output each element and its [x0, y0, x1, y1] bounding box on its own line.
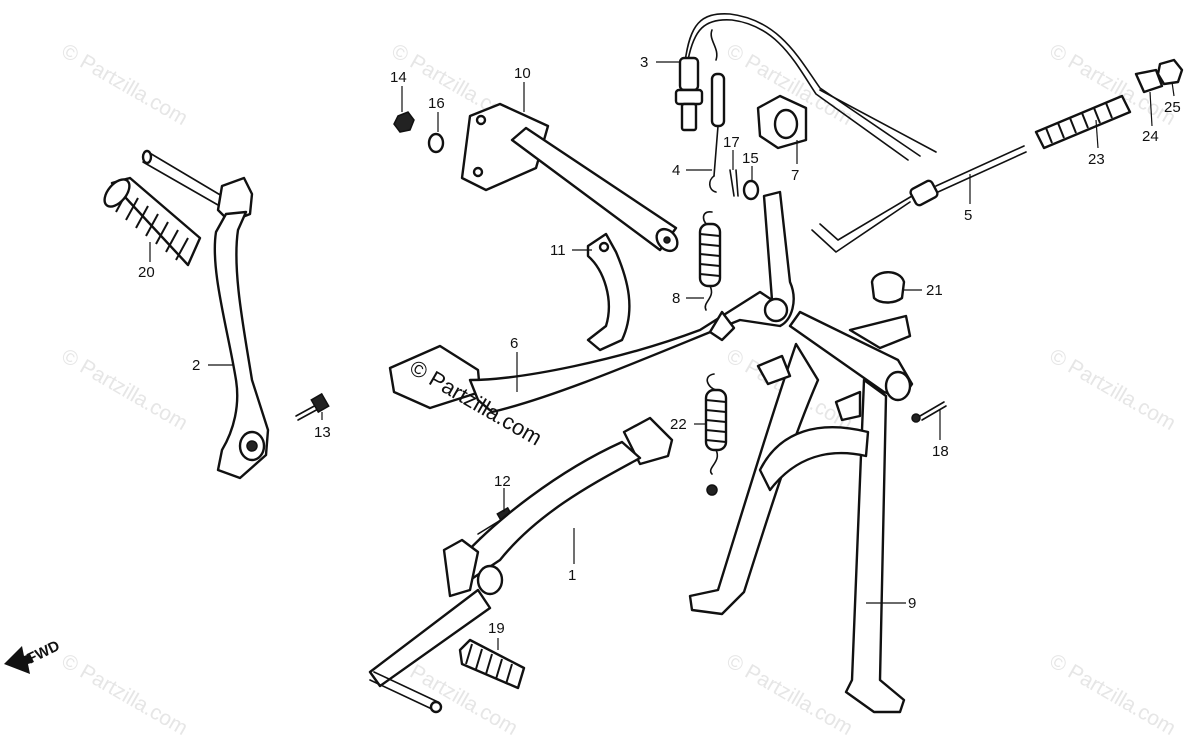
part-8-spring: [698, 211, 722, 311]
part-10-brake-shaft: [460, 102, 679, 253]
part-11-bracket: [586, 232, 631, 352]
fwd-arrow-icon: [4, 646, 34, 674]
callout-15: 15: [742, 150, 759, 167]
leader-24: [1149, 91, 1153, 127]
callout-1: 1: [568, 567, 576, 584]
part-14-nut: [393, 111, 415, 133]
part-6-brake-pedal: [388, 190, 795, 414]
watermark: © Partzilla.com: [58, 344, 192, 435]
part-15-washer: [742, 179, 760, 201]
part-2-kick-arm: [141, 149, 270, 480]
callout-21: 21: [926, 282, 943, 299]
callout-11: 11: [550, 242, 566, 259]
part-22-spring: [704, 373, 728, 475]
callout-3: 3: [640, 54, 648, 71]
part-18-pin: [911, 401, 947, 423]
callout-19: 19: [488, 620, 505, 637]
callout-24: 24: [1142, 128, 1159, 145]
part-16-washer: [427, 132, 445, 154]
callout-16: 16: [428, 95, 445, 112]
callout-22: 22: [670, 416, 687, 433]
leader-25: [1171, 81, 1175, 97]
part-24-joint: [1134, 68, 1164, 94]
callouts: 1 2 3 4 5 6 7 8 9 10 11 12 13 14 15 16 1…: [138, 54, 1181, 637]
watermark: © Partzilla.com: [58, 39, 192, 130]
part-17-clip: [729, 169, 739, 197]
callout-2: 2: [192, 357, 200, 374]
callout-8: 8: [672, 290, 680, 307]
callout-10: 10: [514, 65, 531, 82]
watermark: © Partzilla.com: [58, 649, 192, 736]
part-9-main-stand: [688, 310, 914, 714]
callout-17: 17: [723, 134, 740, 151]
callout-12: 12: [494, 473, 511, 490]
callout-4: 4: [672, 162, 680, 179]
part-23-spring: [1034, 94, 1132, 150]
fwd-indicator: FWD: [4, 637, 63, 674]
callout-5: 5: [964, 207, 972, 224]
callout-23: 23: [1088, 151, 1105, 168]
part-3-brake-switch: [674, 13, 937, 161]
stand-bolt: [706, 484, 718, 496]
part-5-brake-rod: [811, 145, 1027, 253]
callout-20: 20: [138, 264, 155, 281]
part-20-kick-rubber: [103, 176, 202, 267]
watermark: © Partzilla.com: [1046, 344, 1180, 435]
part-7-switch-bracket: [756, 94, 808, 150]
leader-23: [1095, 119, 1099, 149]
callout-13: 13: [314, 424, 331, 441]
part-4-spring-rod: [708, 29, 726, 193]
part-1-pedal: [368, 416, 674, 714]
watermark: © Partzilla.com: [1046, 649, 1180, 736]
part-21-stopper: [870, 271, 906, 304]
callout-25: 25: [1164, 99, 1181, 116]
callout-14: 14: [390, 69, 407, 86]
part-13-bolt: [295, 392, 330, 421]
callout-18: 18: [932, 443, 949, 460]
fwd-label: FWD: [24, 637, 62, 667]
callout-7: 7: [791, 167, 799, 184]
part-19-rubber: [458, 638, 526, 690]
watermark: © Partzilla.com: [723, 649, 857, 736]
leader-lines: [149, 61, 1175, 650]
callout-9: 9: [908, 595, 916, 612]
callout-6: 6: [510, 335, 518, 352]
watermark-layer: © Partzilla.com © Partzilla.com © Partzi…: [58, 39, 1180, 736]
part-25-nut: [1156, 58, 1184, 86]
